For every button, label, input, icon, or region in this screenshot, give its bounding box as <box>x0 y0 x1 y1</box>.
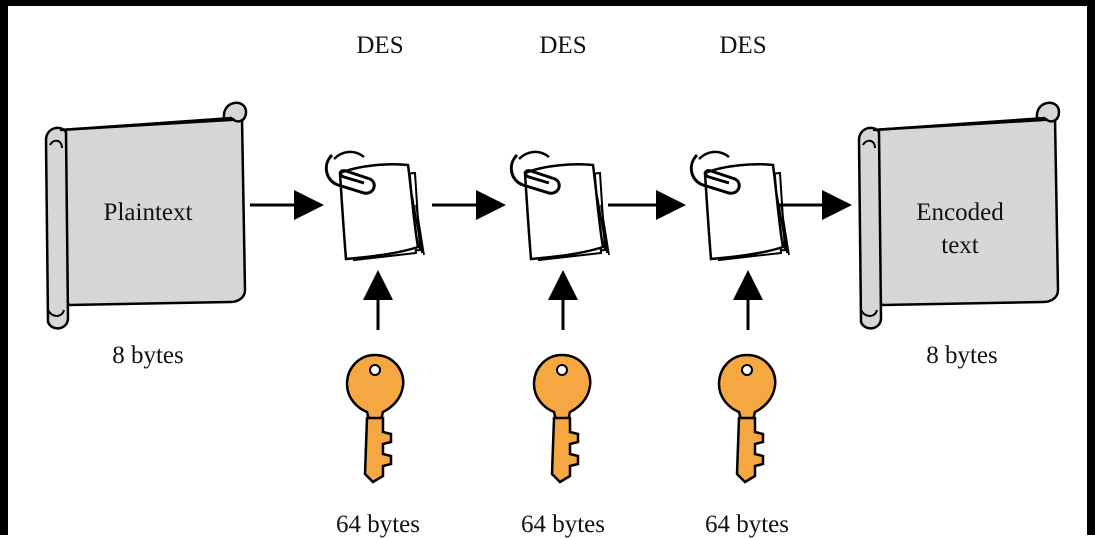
key-size-label-1: 64 bytes <box>335 511 421 538</box>
des-label-2: DES <box>539 32 587 59</box>
key-size-label-3: 64 bytes <box>704 511 790 538</box>
des-label-3: DES <box>719 32 767 59</box>
des-document-icon-1 <box>324 150 426 262</box>
key-size-label-2: 64 bytes <box>520 511 606 538</box>
des-document-icon-2 <box>509 150 611 262</box>
plaintext-size-label: 8 bytes <box>112 342 184 369</box>
key-icon-2 <box>532 353 592 484</box>
des-document-icon-3 <box>689 150 791 262</box>
encoded-label-line2: text <box>941 232 979 259</box>
des-label-1: DES <box>356 32 404 59</box>
encoded-size-label: 8 bytes <box>926 342 998 369</box>
encoded-label-line1: Encoded <box>916 199 1004 226</box>
plaintext-label: Plaintext <box>103 199 193 226</box>
key-icon-1 <box>345 353 405 484</box>
key-icon-3 <box>717 353 777 484</box>
